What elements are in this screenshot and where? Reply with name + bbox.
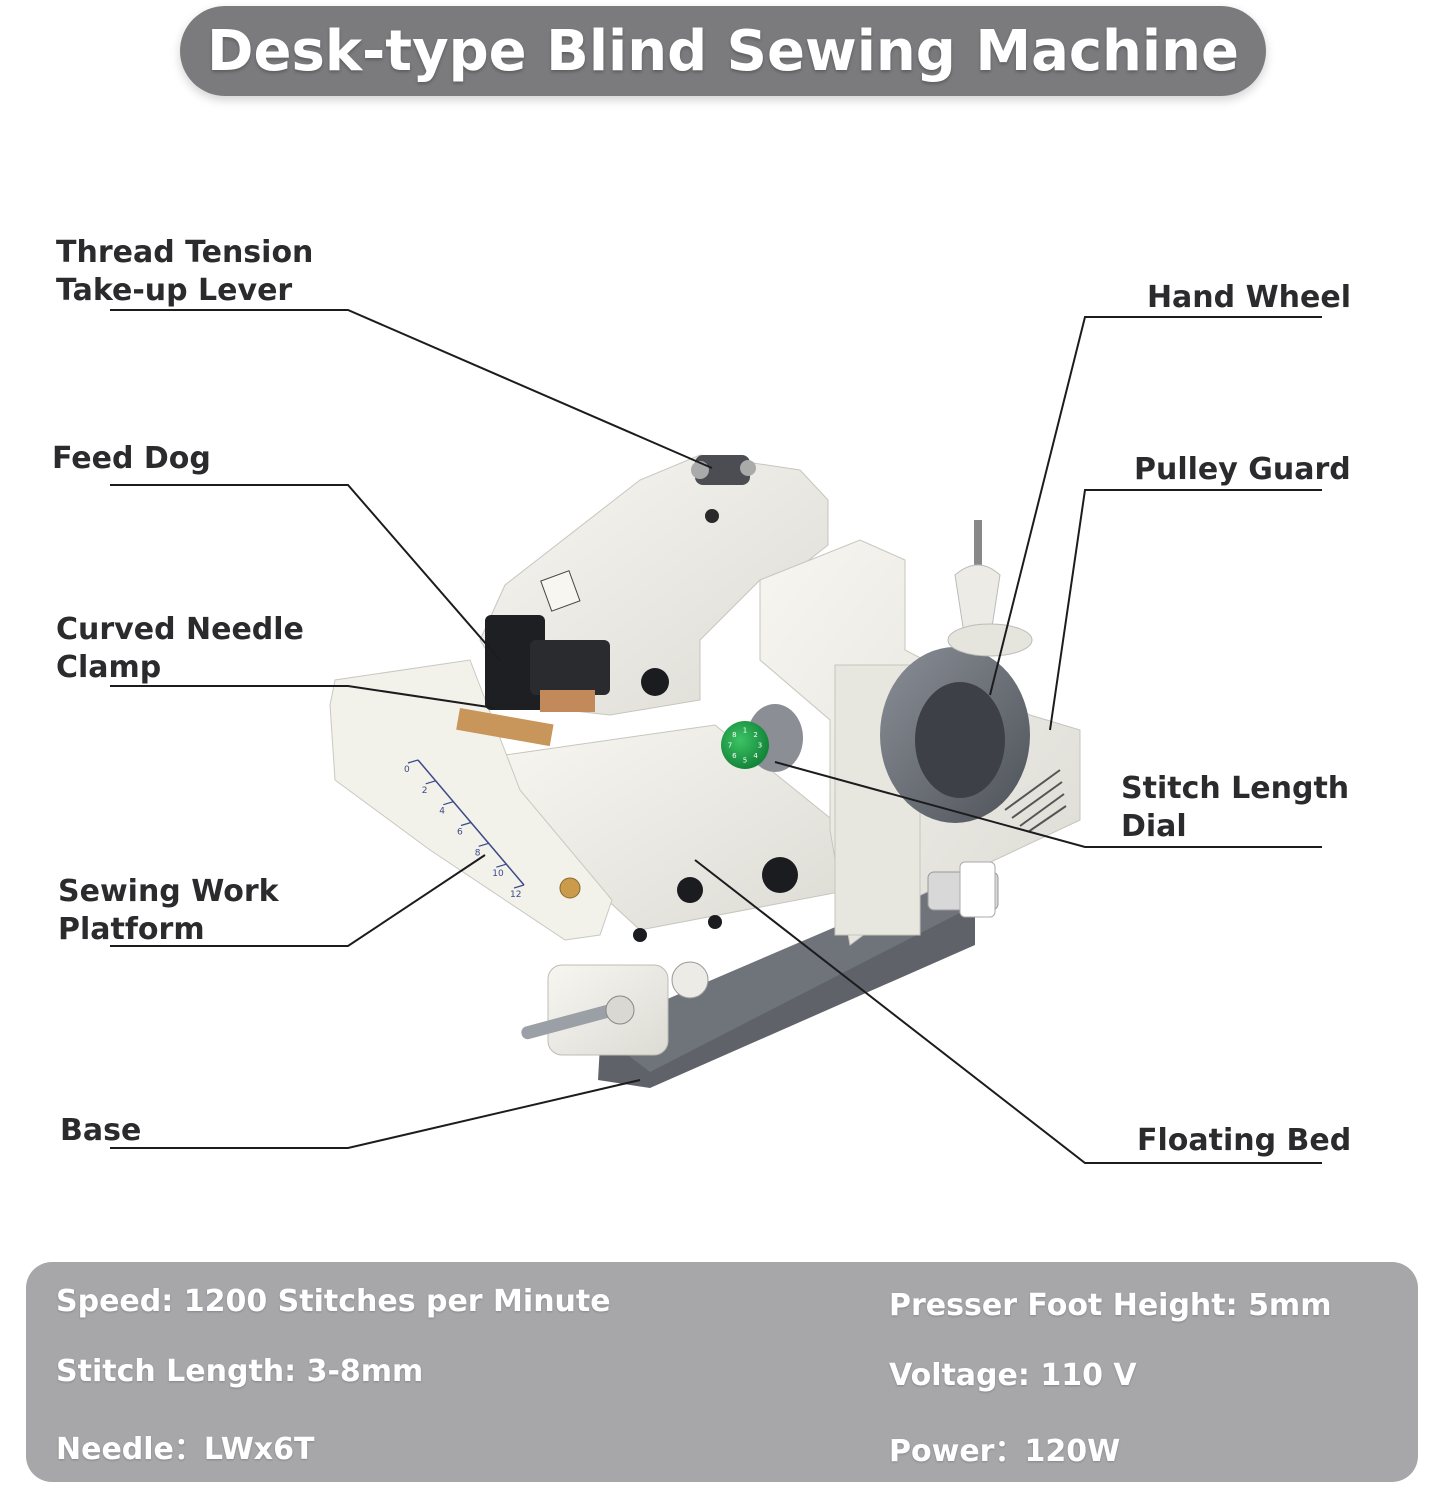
- ruler-number: 8: [475, 848, 481, 858]
- leader-base: [110, 1079, 641, 1149]
- ruler-tick: [478, 842, 489, 847]
- label-thread-tension-line2: Take-up Lever: [56, 273, 293, 308]
- spec-stitch-length: Stitch Length: 3-8mm: [56, 1354, 424, 1389]
- dial-number: 6: [732, 752, 737, 760]
- stitch-length-dial: [721, 721, 769, 769]
- bed-knob-2: [762, 857, 798, 893]
- label-curved-needle: Curved Needle Clamp: [56, 611, 304, 687]
- pulley-guard-vents: [1004, 769, 1067, 833]
- label-stitch-length-line2: Dial: [1121, 809, 1187, 844]
- label-sewing-work-line1: Sewing Work: [58, 874, 279, 909]
- label-sewing-work-line2: Platform: [58, 912, 205, 947]
- spec-needle: Needle：LWx6T: [56, 1432, 315, 1467]
- ruler-tick: [443, 801, 454, 806]
- ruler-number: 10: [492, 869, 504, 879]
- specs-panel: Speed: 1200 Stitches per Minute Stitch L…: [26, 1262, 1418, 1482]
- bed-knob-4: [633, 928, 647, 942]
- arm-hole: [705, 509, 719, 523]
- ruler-tick: [425, 780, 436, 785]
- label-base: Base: [60, 1113, 142, 1148]
- ruler-tick: [496, 863, 507, 868]
- bed-knob-3: [708, 915, 722, 929]
- spool-disc: [947, 623, 1033, 657]
- page-title: Desk-type Blind Sewing Machine: [207, 18, 1239, 84]
- leader-feed-dog: [110, 484, 501, 661]
- dial-number: 1: [743, 727, 747, 735]
- platform-screw: [559, 877, 581, 899]
- dial-number: 8: [732, 731, 736, 739]
- ruler-tick: [460, 821, 472, 827]
- thread-tension-assembly: [691, 455, 756, 485]
- label-pulley-guard: Pulley Guard: [1134, 452, 1351, 487]
- leader-curved-needle: [110, 685, 496, 709]
- label-feed-dog: Feed Dog: [52, 441, 211, 476]
- knee-lever-rod: [521, 1004, 614, 1040]
- label-floating-bed: Floating Bed: [1137, 1123, 1352, 1158]
- spec-speed: Speed: 1200 Stitches per Minute: [56, 1284, 611, 1319]
- spec-presser-foot: Presser Foot Height: 5mm: [889, 1288, 1332, 1323]
- mechanism-knob: [671, 961, 709, 999]
- spec-power: Power：120W: [889, 1434, 1121, 1469]
- leader-lines: [110, 309, 1322, 1164]
- label-stitch-length-line1: Stitch Length: [1121, 771, 1350, 806]
- leader-sewing-work: [110, 854, 486, 947]
- dial-number: 3: [758, 742, 762, 750]
- needle-clamp-assembly: [485, 615, 610, 712]
- leader-stitch-length: [774, 761, 1322, 848]
- mechanism-screw: [605, 995, 635, 1025]
- dial-number: 2: [753, 731, 757, 739]
- arm-plate: [540, 570, 581, 612]
- label-thread-tension-line1: Thread Tension: [56, 235, 314, 270]
- leader-pulley-guard: [1049, 489, 1322, 731]
- ruler-tick: [513, 884, 525, 889]
- leader-hand-wheel: [989, 316, 1322, 696]
- leader-thread-tension: [110, 309, 713, 469]
- ruler-number: 6: [457, 828, 463, 838]
- label-thread-tension: Thread Tension Take-up Lever: [56, 234, 313, 310]
- power-connector-plug: [959, 861, 996, 918]
- work-platform: [329, 659, 613, 941]
- bed-knob-1: [677, 877, 703, 903]
- label-hand-wheel: Hand Wheel: [1146, 280, 1351, 315]
- dial-number: 7: [728, 742, 732, 750]
- dial-number: 4: [753, 752, 758, 760]
- dial-number: 5: [743, 757, 747, 765]
- ruler-number: 2: [422, 786, 428, 796]
- hand-wheel-inner: [915, 682, 1005, 798]
- housing-knob: [641, 668, 669, 696]
- label-curved-needle-line2: Clamp: [56, 650, 162, 685]
- ruler-number: 0: [404, 765, 410, 775]
- ruler-number: 4: [439, 807, 445, 817]
- label-curved-needle-line1: Curved Needle: [56, 612, 304, 647]
- ruler-number: 12: [510, 890, 521, 900]
- ruler-tick: [407, 759, 419, 764]
- label-stitch-length: Stitch Length Dial: [1121, 770, 1349, 846]
- title-banner: Desk-type Blind Sewing Machine: [180, 6, 1266, 96]
- label-sewing-work: Sewing Work Platform: [58, 873, 279, 949]
- feed-strip: [456, 708, 554, 747]
- spec-voltage: Voltage: 110 V: [889, 1358, 1137, 1393]
- leader-floating-bed: [694, 859, 1322, 1164]
- ruler-ticks: 0 2 4 6 8 10 12: [404, 759, 525, 900]
